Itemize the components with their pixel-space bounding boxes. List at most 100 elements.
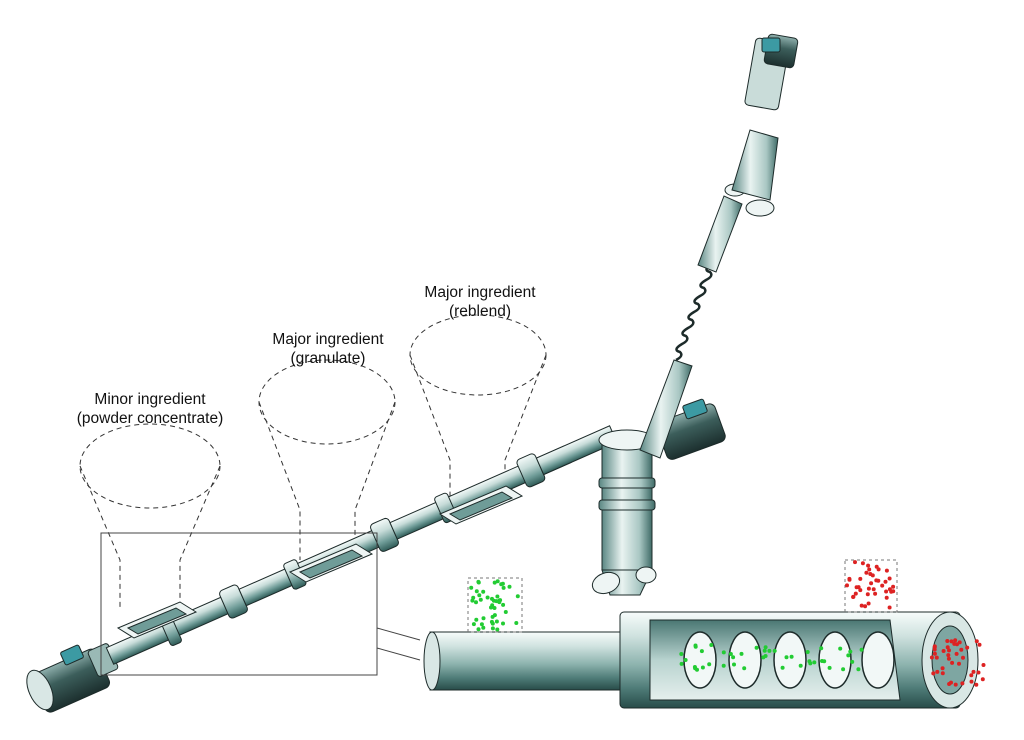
red-particle bbox=[947, 682, 952, 686]
red-particle bbox=[847, 576, 852, 581]
green-particle bbox=[754, 645, 759, 650]
green-particle bbox=[808, 661, 813, 666]
green-particle bbox=[683, 658, 688, 662]
green-particle bbox=[501, 602, 506, 607]
green-particle bbox=[772, 648, 777, 653]
green-particle bbox=[501, 585, 506, 590]
green-particle bbox=[732, 662, 736, 667]
red-particle bbox=[960, 681, 965, 686]
red-particle bbox=[954, 651, 959, 656]
red-particle bbox=[949, 639, 954, 644]
red-particle bbox=[853, 560, 857, 565]
red-particle bbox=[870, 573, 875, 578]
green-particle bbox=[763, 654, 768, 658]
red-particle bbox=[974, 682, 979, 687]
red-particle bbox=[934, 655, 939, 660]
green-particle bbox=[495, 594, 500, 599]
red-particle bbox=[884, 589, 889, 594]
lift-conveyor bbox=[639, 33, 799, 459]
green-particle bbox=[820, 659, 824, 663]
green-particle bbox=[838, 646, 843, 651]
red-particle bbox=[976, 670, 981, 675]
green-particle bbox=[805, 650, 810, 654]
green-particle bbox=[742, 666, 747, 671]
green-particle bbox=[763, 645, 768, 650]
green-particle bbox=[490, 621, 495, 626]
red-particle bbox=[884, 595, 889, 600]
green-particle bbox=[812, 660, 817, 665]
red-particle bbox=[969, 673, 974, 678]
green-particle bbox=[798, 663, 803, 668]
green-particle bbox=[495, 579, 500, 584]
red-particle bbox=[961, 655, 965, 660]
red-particle bbox=[945, 639, 950, 643]
green-particle bbox=[481, 616, 486, 621]
green-particle bbox=[481, 625, 486, 630]
red-particle bbox=[940, 671, 945, 676]
red-particle bbox=[874, 564, 879, 569]
green-particle bbox=[827, 665, 832, 670]
green-inlet-column bbox=[467, 577, 523, 633]
green-particle bbox=[695, 667, 699, 672]
red-particle bbox=[946, 656, 951, 661]
green-particle bbox=[490, 626, 495, 631]
green-particle bbox=[767, 648, 772, 653]
green-particle bbox=[485, 595, 490, 600]
red-particle bbox=[940, 666, 945, 671]
red-particle bbox=[856, 585, 861, 590]
green-particle bbox=[679, 652, 684, 656]
green-particle bbox=[503, 610, 508, 614]
green-particle bbox=[848, 649, 853, 654]
label-major-reblend: Major ingredient (reblend) bbox=[370, 283, 590, 321]
red-particle bbox=[946, 653, 951, 658]
green-particle bbox=[739, 651, 744, 656]
red-particle bbox=[953, 638, 958, 643]
red-particle bbox=[869, 581, 874, 586]
label-reblend-line2: (reblend) bbox=[448, 303, 512, 320]
green-particle bbox=[728, 652, 733, 656]
red-particle bbox=[974, 639, 979, 644]
green-particle bbox=[494, 619, 499, 624]
green-particle bbox=[762, 648, 767, 653]
auger-screw bbox=[683, 631, 895, 689]
red-particle bbox=[871, 587, 876, 592]
red-inlet-column bbox=[844, 559, 898, 613]
green-particle bbox=[721, 663, 726, 668]
main-conveyor bbox=[26, 425, 618, 713]
red-particle bbox=[931, 671, 936, 676]
label-minor-line2: (powder concentrate) bbox=[76, 410, 224, 427]
red-particle bbox=[858, 576, 863, 581]
red-particle bbox=[863, 604, 868, 609]
green-particle bbox=[499, 582, 504, 587]
red-particle bbox=[866, 586, 871, 591]
red-particle bbox=[932, 651, 937, 656]
green-particle bbox=[479, 622, 484, 627]
green-particle bbox=[507, 584, 512, 589]
red-particle bbox=[955, 642, 959, 647]
red-particle bbox=[859, 603, 864, 608]
green-particle bbox=[856, 667, 861, 672]
transfer-junction bbox=[591, 398, 726, 596]
green-particle bbox=[846, 653, 851, 658]
green-particle bbox=[478, 597, 483, 602]
red-particle bbox=[965, 645, 970, 650]
red-particle bbox=[932, 644, 937, 649]
green-particle bbox=[789, 654, 794, 659]
green-particle bbox=[474, 617, 479, 622]
green-particle bbox=[721, 650, 726, 655]
green-particle bbox=[819, 646, 824, 651]
green-particle bbox=[471, 622, 476, 627]
green-particle bbox=[514, 621, 519, 625]
red-particle bbox=[858, 588, 863, 593]
red-particle bbox=[866, 601, 871, 606]
red-particle bbox=[873, 591, 878, 596]
red-particle bbox=[874, 578, 879, 583]
red-particle bbox=[867, 567, 872, 572]
red-particle bbox=[884, 568, 889, 573]
green-particle bbox=[850, 659, 855, 664]
green-particle bbox=[679, 661, 684, 666]
hopper-minor-ingredient bbox=[79, 423, 221, 612]
label-granulate-line1: Major ingredient bbox=[272, 331, 384, 348]
red-particle bbox=[950, 660, 955, 665]
